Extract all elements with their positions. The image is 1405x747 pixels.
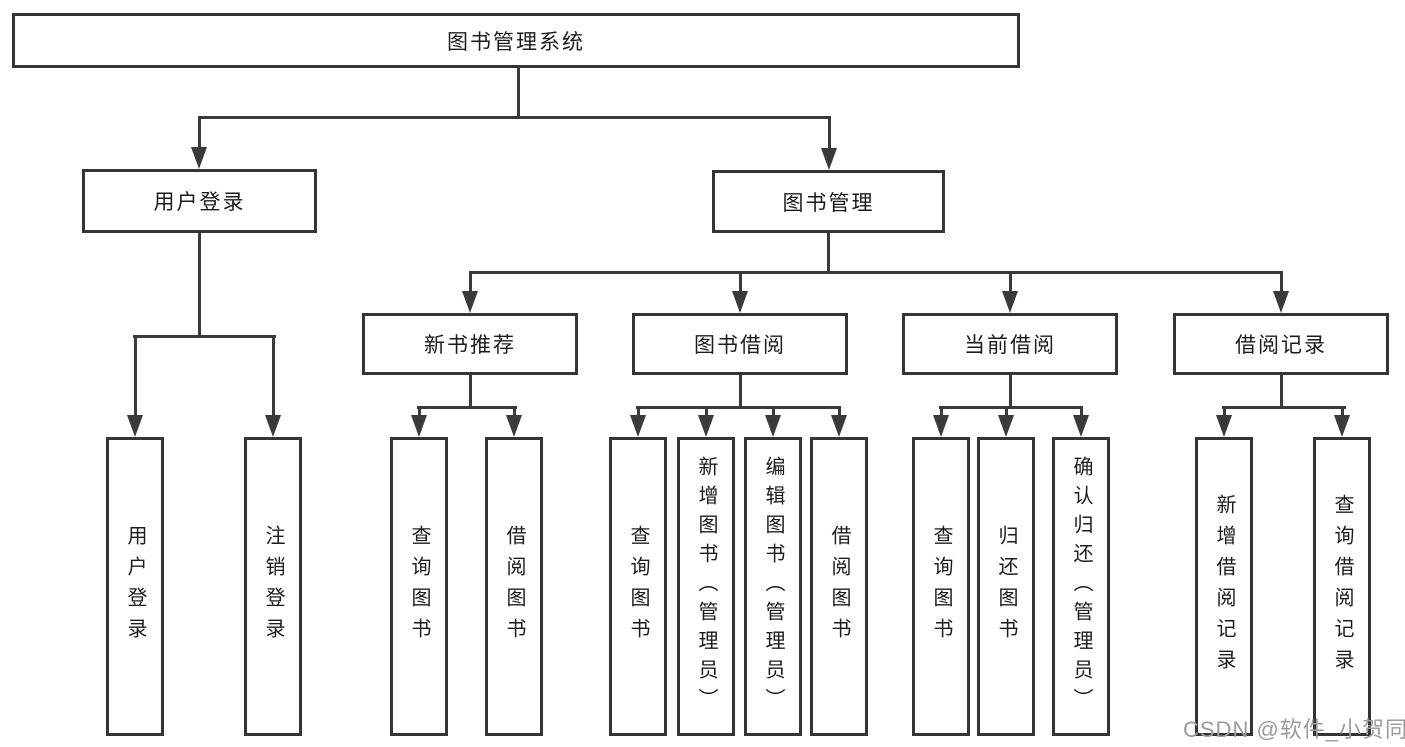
arrow-down-icon xyxy=(1273,291,1289,313)
arrow-down-icon xyxy=(630,415,646,437)
arrow-down-icon xyxy=(1002,291,1018,313)
csdn-watermark: CSDN @软件_小贺同学 xyxy=(1183,717,1405,742)
arrow-down-icon xyxy=(698,415,714,437)
leaf-bb-query-books: 查询图书 xyxy=(609,437,667,736)
leaf-br-add-record: 新增借阅记录 xyxy=(1195,437,1253,736)
connector-drop-leaf xyxy=(418,406,421,418)
leaf-bb-add-books-admin: 新增图书（管理员） xyxy=(677,437,735,736)
connector-drop-leaf xyxy=(705,406,708,418)
arrow-down-icon xyxy=(1334,415,1350,437)
leaf-nbr-borrow-books: 借阅图书 xyxy=(485,437,543,736)
arrow-down-icon xyxy=(265,415,281,437)
connector-br-riser xyxy=(1280,375,1283,409)
connector-drop-book-borrow xyxy=(739,271,742,293)
connector-drop-leaf xyxy=(772,406,775,418)
leaf-user-login: 用户登录 xyxy=(106,437,164,736)
leaf-bb-borrow-books: 借阅图书 xyxy=(810,437,868,736)
connector-drop-leaf xyxy=(272,335,275,417)
arrow-down-icon xyxy=(462,291,478,313)
connector-drop-leaf xyxy=(1341,406,1344,418)
leaf-cb-return-books: 归还图书 xyxy=(977,437,1035,736)
arrow-down-icon xyxy=(933,415,949,437)
connector-drop-leaf xyxy=(134,335,137,417)
connector-drop-leaf xyxy=(1223,406,1226,418)
node-book-management: 图书管理 xyxy=(712,170,945,233)
connector-drop-leaf xyxy=(940,406,943,418)
connector-bb-bus xyxy=(636,406,841,409)
connector-drop-current-borrow xyxy=(1009,271,1012,293)
leaf-cb-query-books: 查询图书 xyxy=(912,437,970,736)
arrow-down-icon xyxy=(765,415,781,437)
connector-br-bus xyxy=(1222,406,1346,409)
arrow-down-icon xyxy=(732,291,748,313)
connector-drop-new-book-recommend xyxy=(469,271,472,293)
leaf-bb-edit-books-admin: 编辑图书（管理员） xyxy=(744,437,802,736)
connector-user-login-bus xyxy=(133,335,276,338)
connector-drop-user-login xyxy=(198,116,201,149)
leaf-logout: 注销登录 xyxy=(244,437,302,736)
connector-cb-bus xyxy=(939,406,1083,409)
node-book-borrow: 图书借阅 xyxy=(632,313,848,375)
arrow-down-icon xyxy=(821,148,837,170)
leaf-nbr-query-books: 查询图书 xyxy=(390,437,448,736)
connector-drop-leaf xyxy=(637,406,640,418)
node-current-borrow: 当前借阅 xyxy=(902,313,1118,375)
connector-drop-leaf xyxy=(1080,406,1083,418)
node-user-login: 用户登录 xyxy=(82,169,317,233)
arrow-down-icon xyxy=(506,415,522,437)
leaf-br-query-record: 查询借阅记录 xyxy=(1313,437,1371,736)
connector-bb-riser xyxy=(739,375,742,409)
connector-book-management-riser xyxy=(827,233,830,274)
arrow-down-icon xyxy=(1073,415,1089,437)
node-root-library-system: 图书管理系统 xyxy=(12,13,1020,68)
arrow-down-icon xyxy=(998,415,1014,437)
node-borrow-record: 借阅记录 xyxy=(1173,313,1389,375)
connector-level3-bus xyxy=(469,271,1283,274)
arrow-down-icon xyxy=(191,147,207,169)
connector-drop-leaf xyxy=(513,406,516,418)
arrow-down-icon xyxy=(411,415,427,437)
connector-drop-leaf xyxy=(838,406,841,418)
connector-cb-riser xyxy=(1009,375,1012,409)
connector-user-login-riser xyxy=(198,233,201,338)
connector-root-riser xyxy=(517,68,520,119)
arrow-down-icon xyxy=(831,415,847,437)
connector-nbr-bus xyxy=(417,406,517,409)
arrow-down-icon xyxy=(1216,415,1232,437)
connector-drop-book-management xyxy=(828,116,831,150)
leaf-cb-confirm-return-admin: 确认归还（管理员） xyxy=(1052,437,1110,736)
connector-level2-bus xyxy=(198,116,831,119)
connector-drop-leaf xyxy=(1005,406,1008,418)
node-new-book-recommend: 新书推荐 xyxy=(362,313,578,375)
arrow-down-icon xyxy=(127,415,143,437)
connector-nbr-riser xyxy=(469,375,472,409)
connector-drop-borrow-record xyxy=(1280,271,1283,293)
